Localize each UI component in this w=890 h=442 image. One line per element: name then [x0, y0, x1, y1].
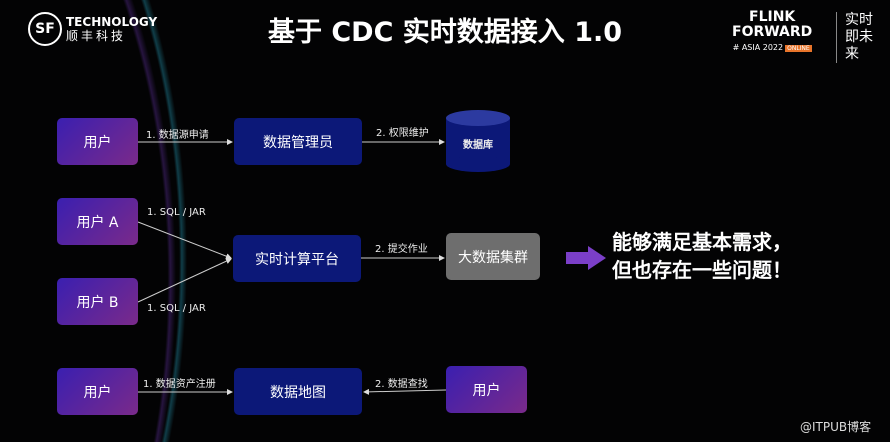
logo-text-cn: 顺丰科技	[66, 29, 127, 43]
event-sub: # ASIA 2022	[732, 43, 784, 52]
page-title: 基于 CDC 实时数据接入 1.0	[267, 17, 623, 48]
bigdata-cluster-box: 大数据集群	[446, 233, 540, 280]
right-arrow-icon	[566, 246, 606, 270]
watermark: @ITPUB博客	[800, 420, 872, 434]
step-label: 1. 数据资产注册	[143, 379, 216, 390]
step-label: 2. 提交作业	[375, 244, 428, 255]
data-map-box: 数据地图	[234, 368, 362, 415]
arrow	[363, 388, 447, 395]
database-cylinder: 数据库	[446, 110, 510, 172]
arrow	[137, 258, 232, 303]
realtime-platform-box: 实时计算平台	[233, 235, 361, 282]
user-box: 用户	[446, 366, 527, 413]
conclusion-text: 能够满足基本需求， 但也存在一些问题！	[612, 228, 792, 284]
logo-text: FORWARD	[732, 24, 813, 40]
sf-logo-icon: SF	[28, 12, 62, 46]
logo-text: TECHNOLOGY	[66, 15, 158, 29]
database-label: 数据库	[463, 140, 493, 151]
step-label: 2. 数据查找	[375, 379, 428, 390]
step-label: 1. SQL / JAR	[147, 207, 206, 218]
step-label: 2. 权限维护	[376, 128, 429, 139]
user-b-box: 用户 B	[57, 278, 138, 325]
online-badge: ONLINE	[785, 45, 812, 52]
conclusion-line: 但也存在一些问题！	[612, 258, 792, 282]
step-label: 1. 数据源申请	[146, 130, 209, 141]
step-label: 1. SQL / JAR	[147, 303, 206, 314]
logo-text: FLINK	[749, 9, 796, 25]
arrow	[137, 221, 232, 259]
data-admin-box: 数据管理员	[234, 118, 362, 165]
user-box: 用户	[57, 368, 138, 415]
conclusion-line: 能够满足基本需求，	[612, 230, 792, 254]
user-a-box: 用户 A	[57, 198, 138, 245]
user-box: 用户	[57, 118, 138, 165]
slogan: 实时即未来	[836, 12, 873, 63]
